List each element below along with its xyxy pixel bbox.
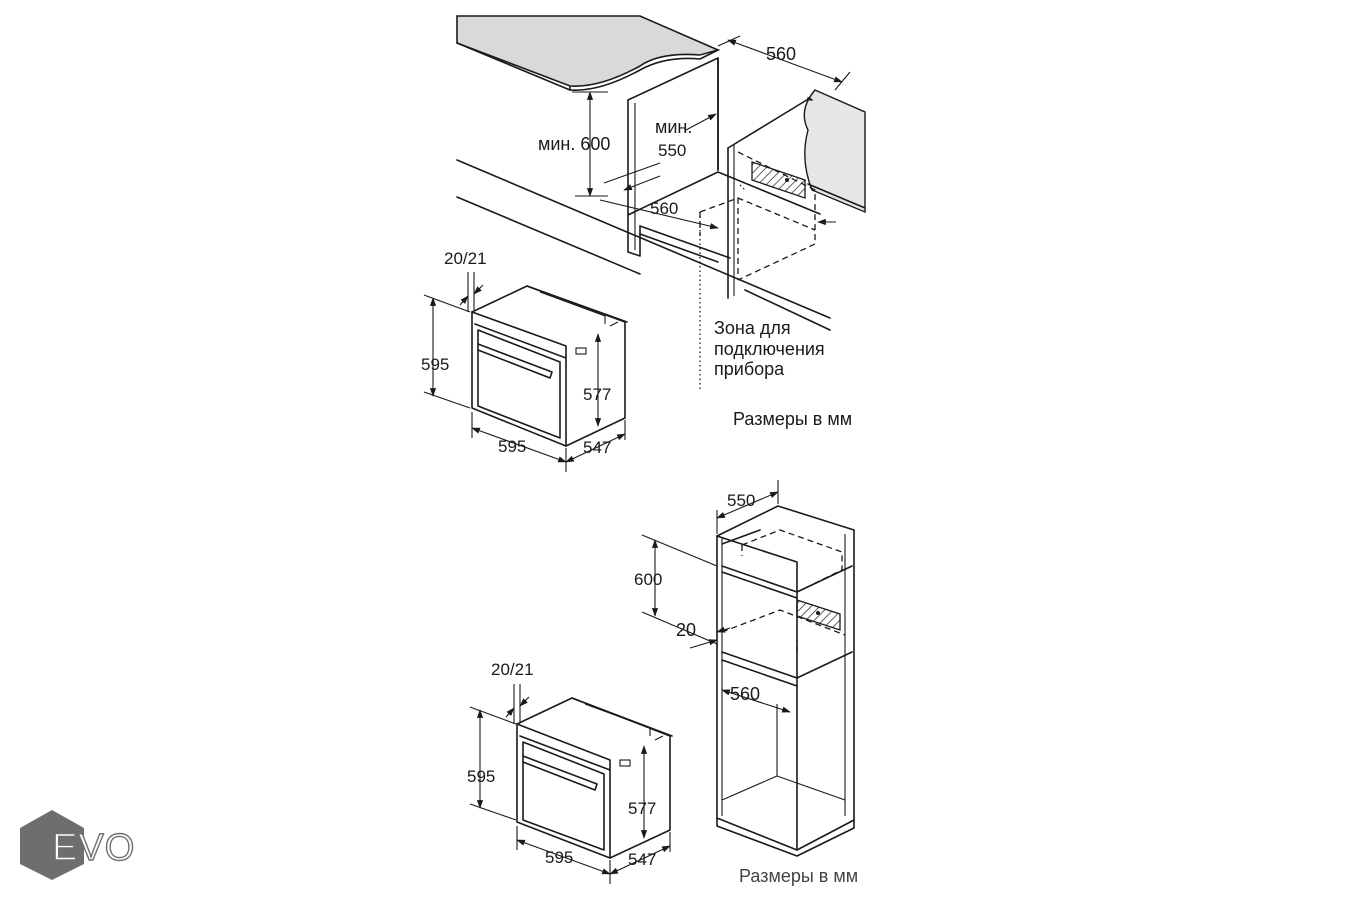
dim-niche-width-bottom: 560 bbox=[650, 199, 678, 218]
socket-zone-hatch bbox=[751, 161, 806, 199]
oven-upper-gap: 20/21 bbox=[444, 249, 487, 268]
dim-niche-width-top: 560 bbox=[766, 44, 796, 64]
dim-niche-min-label: мин. bbox=[655, 117, 692, 137]
units-note-upper: Размеры в мм bbox=[733, 409, 852, 429]
dim-tall-gap: 20 bbox=[676, 620, 696, 640]
oven-lower-height: 595 bbox=[467, 767, 495, 786]
oven-lower-depth: 547 bbox=[628, 850, 656, 869]
oven-upper-width: 595 bbox=[498, 437, 526, 456]
connection-zone-line-1: Зона для bbox=[714, 318, 791, 338]
hexagon-logo-icon bbox=[20, 810, 84, 880]
dim-niche-min-depth: 550 bbox=[658, 141, 686, 160]
under-counter-niche: 560 мин. 600 мин. 550 560 Зона для подкл… bbox=[456, 15, 866, 392]
dim-tall-depth: 550 bbox=[727, 491, 755, 510]
wall-right bbox=[803, 89, 866, 214]
oven-lower: 20/21 595 577 595 547 bbox=[467, 660, 673, 884]
tall-cabinet-niche: 550 600 20 560 bbox=[634, 480, 855, 857]
dim-niche-min-height: мин. 600 bbox=[538, 134, 610, 154]
units-note-lower: Размеры в мм bbox=[739, 866, 858, 886]
countertop bbox=[456, 15, 721, 87]
connection-zone-line-2: подключения bbox=[714, 339, 825, 359]
dim-tall-width: 560 bbox=[730, 684, 760, 704]
oven-upper-inner-height: 577 bbox=[583, 385, 611, 404]
oven-upper: 20/21 595 577 595 547 bbox=[421, 249, 628, 472]
oven-lower-gap: 20/21 bbox=[491, 660, 534, 679]
oven-lower-width: 595 bbox=[545, 848, 573, 867]
oven-lower-inner-height: 577 bbox=[628, 799, 656, 818]
socket-zone-hatch-lower bbox=[796, 599, 841, 631]
logo-text: EVO bbox=[52, 827, 135, 869]
oven-upper-depth: 547 bbox=[583, 438, 611, 457]
connection-zone-line-3: прибора bbox=[714, 359, 785, 379]
dim-tall-height: 600 bbox=[634, 570, 662, 589]
oven-upper-height: 595 bbox=[421, 355, 449, 374]
evo-logo: EVO bbox=[20, 810, 135, 880]
